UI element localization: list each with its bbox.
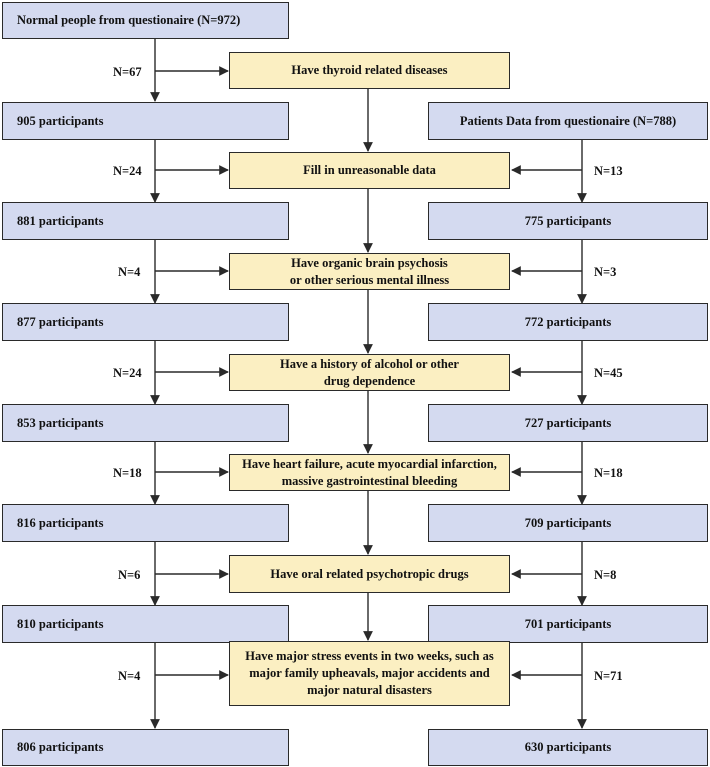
right-step-box-2: 772 participants [428,303,708,341]
left-start-box: Normal people from questionaire (N=972) [2,2,289,39]
criteria-box-5: Have heart failure, acute myocardial inf… [229,454,510,491]
left-step-box-2: 881 participants [2,202,289,240]
left-exclusion-label-3: N=4 [118,265,141,279]
right-exclusion-label-6: N=71 [594,669,623,683]
criteria-box-7: Have major stress events in two weeks, s… [229,641,510,706]
left-step-box-1: 905 participants [2,102,289,140]
right-step-box-5: 701 participants [428,605,708,643]
right-step-box-4: 709 participants [428,504,708,542]
left-exclusion-label-5: N=18 [113,466,142,480]
right-start-box: Patients Data from questionaire (N=788) [428,102,708,140]
criteria-box-1: Have thyroid related diseases [229,52,510,89]
criteria-box-4: Have a history of alcohol or other drug … [229,354,510,391]
left-step-box-3: 877 participants [2,303,289,341]
criteria-box-3: Have organic brain psychosis or other se… [229,253,510,290]
left-step-box-5: 816 participants [2,504,289,542]
left-exclusion-label-6: N=6 [118,568,141,582]
right-exclusion-label-4: N=18 [594,466,623,480]
left-step-box-6: 810 participants [2,605,289,643]
criteria-box-6: Have oral related psychotropic drugs [229,555,510,593]
right-step-box-6: 630 participants [428,729,708,766]
left-exclusion-label-2: N=24 [113,164,142,178]
criteria-box-2: Fill in unreasonable data [229,152,510,189]
left-exclusion-label-4: N=24 [113,366,142,380]
left-exclusion-label-7: N=4 [118,669,141,683]
right-exclusion-label-2: N=3 [594,265,617,279]
right-step-box-1: 775 participants [428,202,708,240]
left-step-box-7: 806 participants [2,729,289,766]
right-exclusion-label-1: N=13 [594,164,623,178]
left-step-box-4: 853 participants [2,404,289,442]
right-exclusion-label-3: N=45 [594,366,623,380]
right-exclusion-label-5: N=8 [594,568,617,582]
left-exclusion-label-1: N=67 [113,65,142,79]
right-step-box-3: 727 participants [428,404,708,442]
